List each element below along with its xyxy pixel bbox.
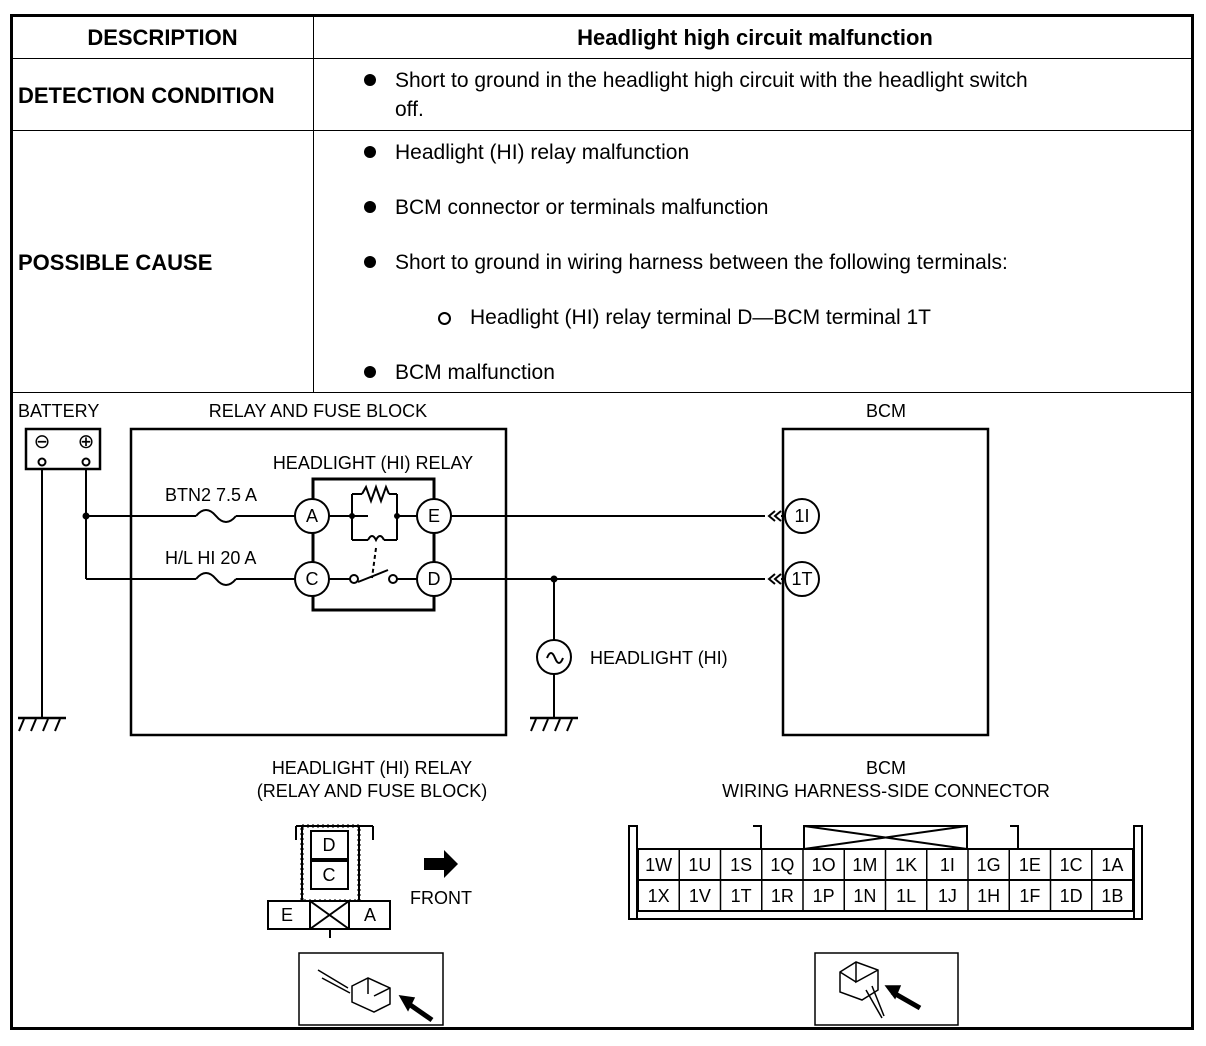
- relay-box: [311, 477, 436, 612]
- bcm-pin-label: 1K: [895, 855, 917, 875]
- bcm-pin-label: 1Q: [770, 855, 794, 875]
- front-arrow-icon: [424, 850, 458, 878]
- bcm-probe-instruction-icon: [814, 952, 959, 1026]
- bcm-pin-label: 1H: [977, 886, 1000, 906]
- sub-bullet-icon: [438, 312, 451, 325]
- bcm-pin-label: 1C: [1060, 855, 1083, 875]
- bcm-pin-label: 1M: [852, 855, 877, 875]
- relay-fuse-block-box: [129, 427, 508, 737]
- relay-label: HEADLIGHT (HI) RELAY: [273, 453, 473, 473]
- terminal-label: 1T: [791, 569, 812, 589]
- relay-pin-label: A: [364, 905, 376, 925]
- bcm-pin-label: 1R: [771, 886, 794, 906]
- bcm-connector-caption: WIRING HARNESS-SIDE CONNECTOR: [722, 781, 1050, 801]
- relay-pin-d: [310, 830, 349, 860]
- cause-item: BCM malfunction: [395, 361, 555, 384]
- relay-fuse-block-label: RELAY AND FUSE BLOCK: [209, 401, 427, 421]
- detection-condition-line-1: Short to ground in the headlight high ci…: [395, 69, 1028, 92]
- bcm-pin-label: 1A: [1101, 855, 1123, 875]
- plus-icon: ⊕: [78, 431, 95, 453]
- bcm-pin-label: 1X: [648, 886, 670, 906]
- relay-probe-instruction-icon: [298, 952, 444, 1026]
- terminal-label: D: [428, 569, 441, 589]
- bcm-pin-label: 1L: [896, 886, 916, 906]
- cause-item: Headlight (HI) relay malfunction: [395, 141, 690, 164]
- fuse-label: BTN2 7.5 A: [165, 485, 257, 505]
- front-label: FRONT: [410, 888, 472, 908]
- minus-icon: ⊖: [34, 431, 51, 453]
- relay-coil-icon: [367, 535, 385, 543]
- switch-contact-icon: [349, 574, 359, 584]
- battery-box: [24, 427, 102, 471]
- bullet-icon: [364, 146, 376, 158]
- battery-label: BATTERY: [18, 401, 99, 421]
- bcm-pin-label: 1O: [812, 855, 836, 875]
- resistor-icon: [361, 484, 390, 504]
- relay-connector-caption: (RELAY AND FUSE BLOCK): [257, 781, 487, 801]
- cause-sub-item: Headlight (HI) relay terminal D—BCM term…: [470, 306, 931, 329]
- bcm-pin-label: 1V: [689, 886, 711, 906]
- table-divider: [10, 392, 1194, 393]
- relay-pin-label: C: [323, 865, 336, 885]
- battery-terminal-icon: [37, 457, 47, 467]
- bcm-pin-label: 1F: [1019, 886, 1040, 906]
- relay-pin-label: D: [323, 835, 336, 855]
- relay-pin-label: E: [281, 905, 293, 925]
- switch-contact-icon: [388, 574, 398, 584]
- table-column-divider: [313, 14, 314, 392]
- bcm-pin-label: 1D: [1060, 886, 1083, 906]
- bcm-pin-label: 1W: [645, 855, 672, 875]
- bcm-pin-label: 1S: [730, 855, 752, 875]
- bcm-connector-caption: BCM: [866, 758, 906, 778]
- cause-item: Short to ground in wiring harness betwee…: [395, 251, 1008, 274]
- bcm-pin-label: 1I: [940, 855, 955, 875]
- cause-item: BCM connector or terminals malfunction: [395, 196, 769, 219]
- headlight-label: HEADLIGHT (HI): [590, 648, 728, 668]
- bcm-pin-label: 1J: [938, 886, 957, 906]
- bullet-icon: [364, 74, 376, 86]
- header-title: Headlight high circuit malfunction: [577, 25, 933, 50]
- fuse-label: H/L HI 20 A: [165, 548, 256, 568]
- terminal-label: E: [428, 506, 440, 526]
- bullet-icon: [364, 256, 376, 268]
- bcm-pin-label: 1N: [853, 886, 876, 906]
- terminal-label: 1I: [794, 506, 809, 526]
- relay-pin-c: [310, 860, 349, 890]
- fuse-icon: [195, 572, 237, 586]
- possible-cause-label: POSSIBLE CAUSE: [18, 250, 213, 275]
- detection-condition-label: DETECTION CONDITION: [18, 83, 275, 108]
- table-divider: [10, 58, 1194, 59]
- relay-connector-caption: HEADLIGHT (HI) RELAY: [272, 758, 472, 778]
- bcm-box: [781, 427, 990, 737]
- page-frame: [10, 14, 1194, 1030]
- table-divider: [10, 130, 1194, 131]
- connector-arrow-icon: [767, 573, 782, 585]
- bullet-icon: [364, 201, 376, 213]
- bcm-pin-label: 1G: [977, 855, 1001, 875]
- bcm-pin-label: 1B: [1101, 886, 1123, 906]
- bcm-pin-label: 1P: [813, 886, 835, 906]
- terminal-label: C: [306, 569, 319, 589]
- bcm-pin-label: 1E: [1019, 855, 1041, 875]
- bcm-label: BCM: [866, 401, 906, 421]
- fuse-icon: [195, 509, 237, 523]
- connector-arrow-icon: [767, 510, 782, 522]
- bullet-icon: [364, 366, 376, 378]
- bcm-pin-label: 1T: [731, 886, 752, 906]
- battery-terminal-icon: [81, 457, 91, 467]
- detection-condition-line-2: off.: [395, 98, 424, 121]
- bcm-pin-label: 1U: [688, 855, 711, 875]
- terminal-label: A: [306, 506, 318, 526]
- header-description: DESCRIPTION: [87, 25, 238, 50]
